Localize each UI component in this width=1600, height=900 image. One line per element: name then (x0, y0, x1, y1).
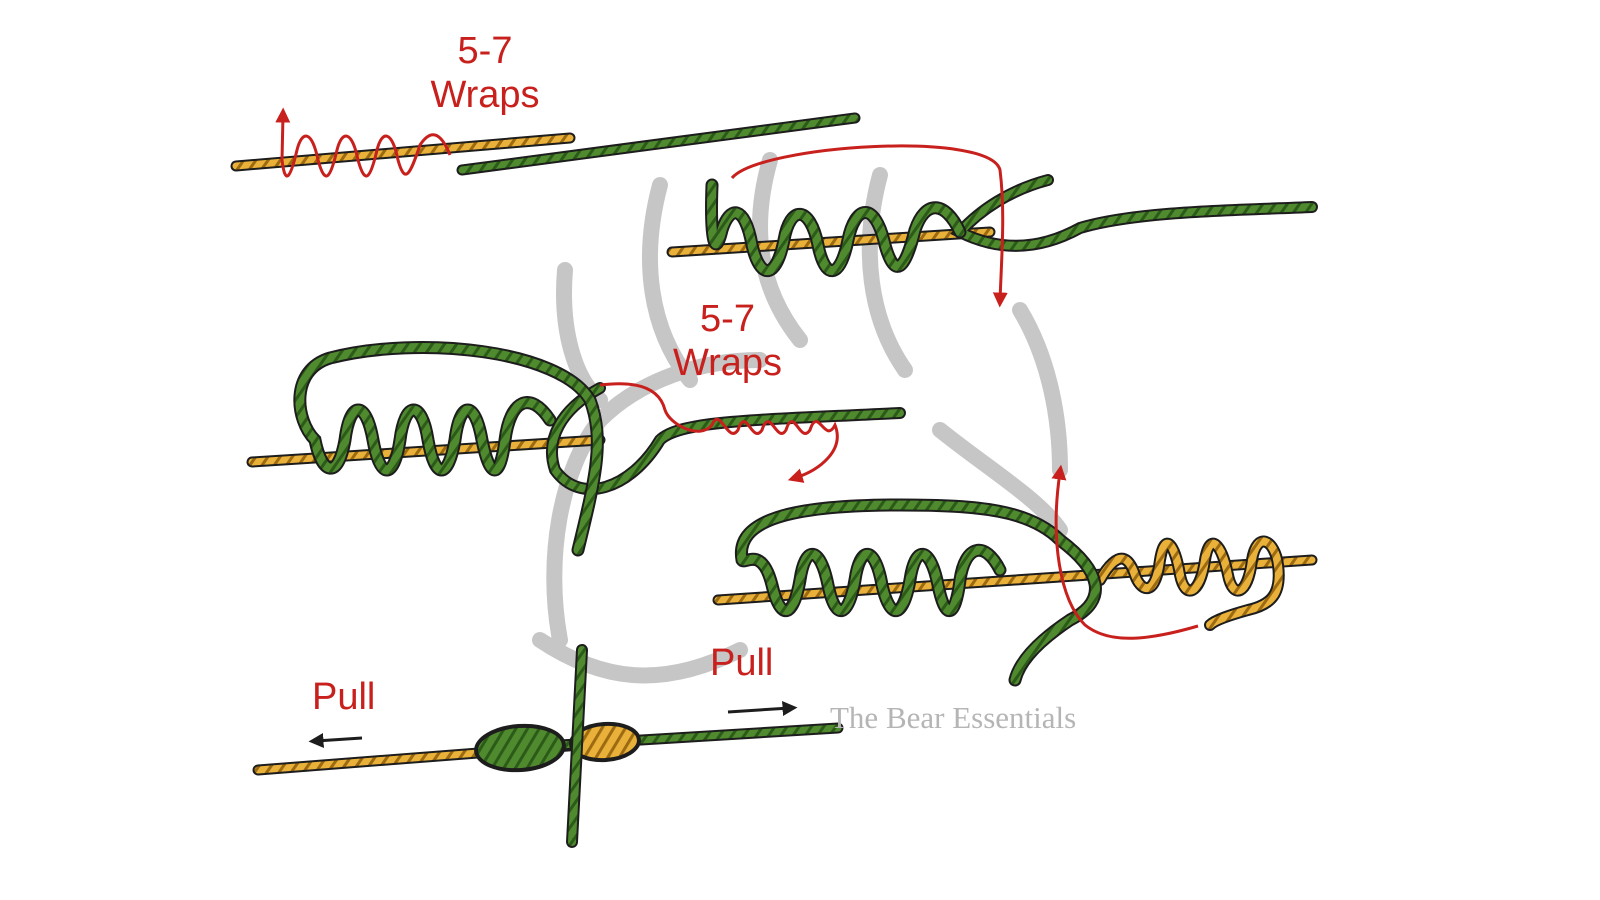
step3-wraps-label: 5-7 Wraps (665, 298, 790, 385)
step2-lines (666, 144, 1318, 308)
step1-wraps-count: 5-7 (457, 30, 513, 72)
watermark-text: The Bear Essentials (830, 700, 1077, 735)
step1-wraps-label: 5-7 Wraps (425, 30, 545, 117)
step3-wraps-count: 5-7 (700, 298, 755, 340)
arrow-left-icon (308, 733, 363, 748)
step1-wraps-word: Wraps (430, 73, 540, 116)
arrow-right-icon (727, 700, 798, 716)
step1-lines (230, 107, 861, 178)
pull-left-label: Pull (312, 676, 376, 718)
step3-lines (246, 341, 906, 557)
pull-right-label: Pull (710, 642, 774, 684)
step3-wraps-word: Wraps (672, 341, 783, 384)
step4-lines (712, 464, 1318, 687)
step5-lines (252, 644, 844, 848)
